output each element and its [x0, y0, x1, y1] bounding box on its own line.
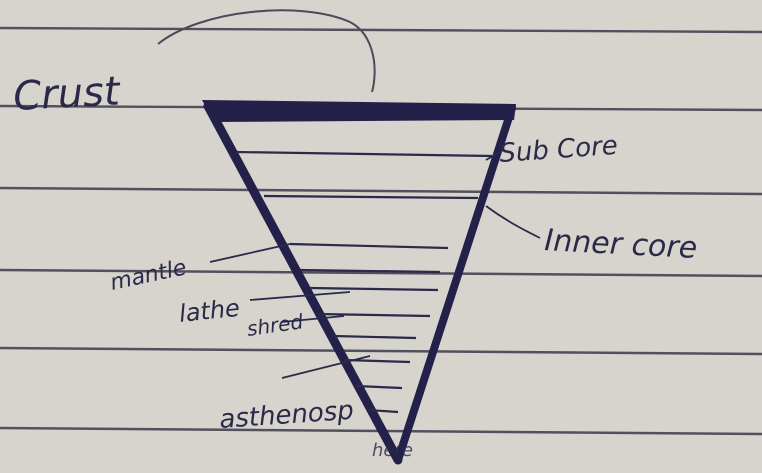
crust-label: Crust [12, 68, 122, 120]
bottom-label: here [372, 440, 413, 461]
